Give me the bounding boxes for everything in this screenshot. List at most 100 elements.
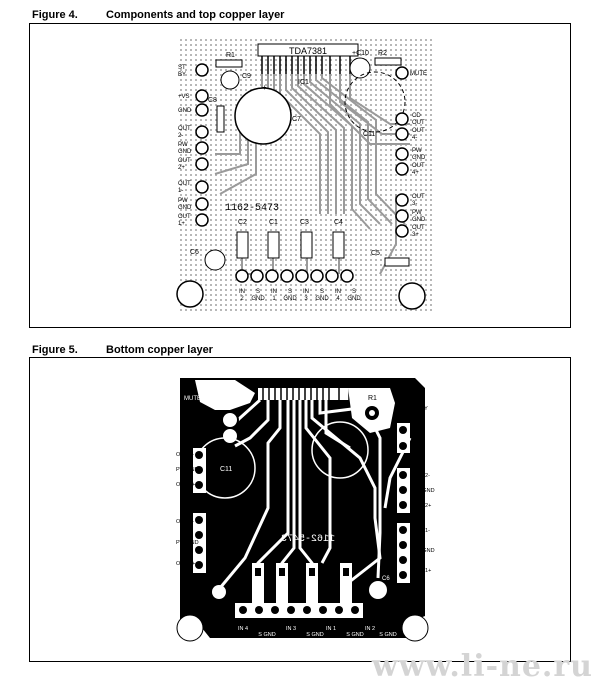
right-edge-label: +VS bbox=[412, 428, 423, 434]
left-pin-label: 2+ bbox=[178, 165, 185, 171]
bottom-pin-label: 4 bbox=[336, 296, 340, 302]
left-edge-labels: OUT 4- PW GND OUT 4+ OUT 3- PW GND OUT 3… bbox=[176, 452, 199, 567]
bottom-pin-label: IN bbox=[271, 289, 277, 295]
right-pin-label: MUTE bbox=[410, 71, 427, 77]
right-connector-pads bbox=[399, 426, 407, 579]
left-pin-label: OUT bbox=[178, 181, 191, 187]
r1-label: R1 bbox=[226, 52, 235, 59]
bottom-pin-label: S bbox=[256, 289, 260, 295]
figure-4-frame: TDA7381 IC1 R1 R2 +C10 C9 + C7 C8 C11 11… bbox=[29, 23, 571, 328]
c8-label: C8 bbox=[208, 97, 217, 104]
left-pin-label: 1+ bbox=[178, 221, 185, 227]
bottom-pin-label: GND bbox=[251, 296, 265, 302]
c7-label: C7 bbox=[292, 116, 301, 123]
bottom-pin-label: 3 bbox=[304, 296, 308, 302]
figure-4-title: Components and top copper layer bbox=[106, 9, 285, 21]
ic1-pads bbox=[262, 388, 350, 400]
bottom-edge-label: IN 3 bbox=[286, 626, 296, 632]
mute-label: MUTE bbox=[184, 396, 201, 402]
c11-outline bbox=[344, 71, 406, 133]
mounting-hole bbox=[398, 282, 426, 310]
left-pin-label: PW bbox=[178, 142, 188, 148]
watermark: www.li-ne.ru bbox=[371, 649, 593, 684]
right-pin-label: PW bbox=[412, 210, 422, 216]
left-edge-label: PW GND bbox=[176, 467, 199, 473]
c7-outline-bottom bbox=[311, 421, 369, 479]
left-edge-label: OUT 4- bbox=[176, 452, 194, 458]
c4-capacitor bbox=[332, 231, 345, 259]
left-pin-label: OUT bbox=[178, 214, 191, 220]
bottom-edge-label: S GND bbox=[258, 632, 275, 638]
copper-pour-top-left bbox=[195, 380, 255, 410]
right-pin-label: OUT bbox=[412, 194, 425, 200]
right-edge-label: PW GND bbox=[412, 548, 435, 554]
left-pin-labels: ST BY +VS GND OUT 2- PW GND OUT 2+ OUT 1… bbox=[178, 65, 192, 227]
c5-capacitor bbox=[384, 257, 410, 267]
c6-pad-bottom bbox=[369, 581, 387, 599]
c6-capacitor bbox=[204, 249, 226, 271]
left-connector-pads bbox=[195, 451, 203, 569]
bottom-edge-label: IN 4 bbox=[238, 626, 248, 632]
left-pin-label: OUT bbox=[178, 126, 191, 132]
c6-label-bottom: C6 bbox=[382, 576, 390, 582]
figure-5-title: Bottom copper layer bbox=[106, 344, 213, 356]
c3-label: C3 bbox=[300, 219, 309, 226]
mounting-hole bbox=[176, 614, 204, 642]
left-edge-label: OUT 3+ bbox=[176, 561, 195, 567]
right-edge-label: GND bbox=[412, 444, 424, 450]
bottom-pin-label: S bbox=[320, 289, 324, 295]
bottom-pads bbox=[235, 269, 354, 283]
bottom-pin-label: GND bbox=[283, 296, 297, 302]
right-edge-label: OUT 1- bbox=[412, 528, 430, 534]
right-connector-bottom bbox=[397, 523, 410, 583]
pcb-code: 1162-5473 bbox=[225, 203, 279, 214]
right-pin-label: 3- bbox=[412, 201, 417, 207]
chip-label: TDA7381 bbox=[289, 46, 327, 56]
c7-capacitor bbox=[234, 87, 292, 145]
mounting-hole bbox=[401, 614, 429, 642]
bottom-pin-label: GND bbox=[347, 296, 361, 302]
c2-capacitor bbox=[236, 231, 249, 259]
pad-hole bbox=[369, 410, 375, 416]
pcb-code-mirrored: 1162-5473 bbox=[281, 534, 335, 545]
right-edge-label: OUT 2- bbox=[412, 473, 430, 479]
bottom-pin-label: 2 bbox=[240, 296, 244, 302]
pad bbox=[221, 411, 239, 429]
bottom-pin-labels: IN 2 S GND IN 1 S GND IN 3 S GND IN 4 S … bbox=[239, 289, 361, 302]
input-connector-pads bbox=[239, 606, 359, 614]
figure-5-number: Figure 5. bbox=[32, 344, 78, 356]
c1-capacitor bbox=[267, 231, 280, 259]
left-connector-lower bbox=[193, 513, 206, 573]
left-pin-label: OUT bbox=[178, 158, 191, 164]
c9-label: C9 bbox=[242, 73, 251, 80]
bottom-edge-label: S GND bbox=[306, 632, 323, 638]
left-pin-label: GND bbox=[178, 108, 192, 114]
c5-label: C5 bbox=[371, 250, 380, 257]
ic1-footprint bbox=[258, 388, 358, 400]
c4-label: C4 bbox=[334, 219, 343, 226]
left-pin-label: 1- bbox=[178, 188, 183, 194]
c2-label: C2 bbox=[238, 219, 247, 226]
bottom-edge-label: S GND bbox=[379, 632, 396, 638]
bottom-edge-label: S GND bbox=[346, 632, 363, 638]
figure-4-number: Figure 4. bbox=[32, 9, 78, 21]
left-edge-label: OUT 4+ bbox=[176, 482, 195, 488]
left-edge-label: PW GND bbox=[176, 540, 199, 546]
figure-4-caption: Figure 4. Components and top copper layer bbox=[32, 9, 284, 21]
c3-capacitor bbox=[300, 231, 313, 259]
r1-resistor bbox=[215, 59, 243, 68]
ic1-label: IC1 bbox=[298, 79, 309, 86]
right-edge-label: PW GND bbox=[412, 488, 435, 494]
right-pin-label: PW bbox=[412, 148, 422, 154]
left-pin-label: GND bbox=[178, 149, 192, 155]
bottom-edge-label: IN 1 bbox=[326, 626, 336, 632]
right-pin-label: 4- bbox=[412, 135, 417, 141]
right-pin-label: 4+ bbox=[412, 170, 419, 176]
c7-plus: + bbox=[262, 83, 267, 92]
c11-label: C11 bbox=[363, 131, 375, 138]
bottom-edge-label: IN 2 bbox=[365, 626, 375, 632]
bottom-copper-layer-diagram: MUTE R1 C11 OUT 4- PW GND OU bbox=[176, 378, 435, 642]
left-pads bbox=[195, 63, 209, 227]
right-pin-label: 3+ bbox=[412, 232, 419, 238]
input-connector bbox=[235, 603, 363, 618]
